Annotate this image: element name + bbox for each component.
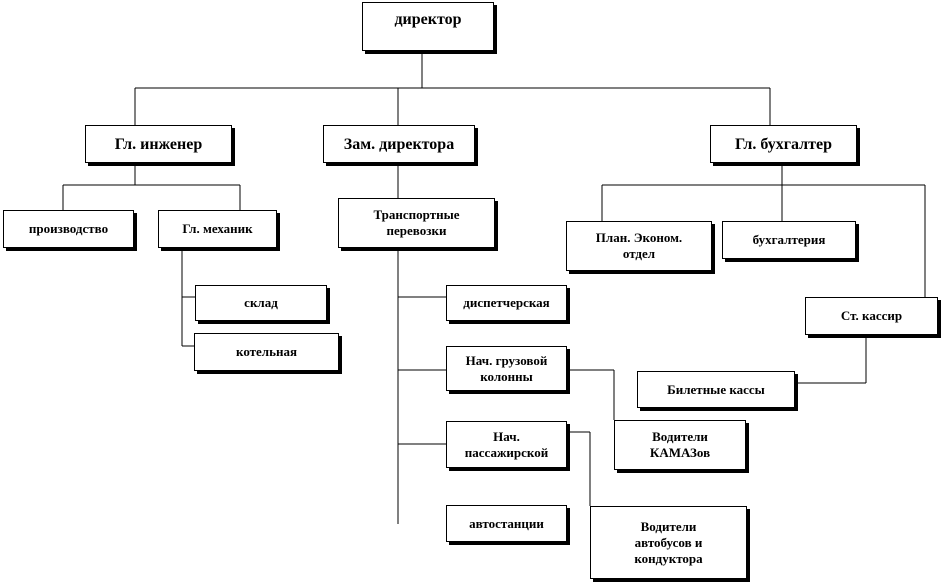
node-accounting: бухгалтерия — [722, 221, 856, 259]
node-label: диспетчерская — [463, 295, 550, 310]
node-label: Нач. — [493, 428, 520, 444]
node-label: Ст. кассир — [840, 308, 903, 323]
node-chief-accountant: Гл. бухгалтер — [710, 125, 857, 163]
node-label: Водители — [640, 518, 697, 534]
node-boiler-room: котельная — [194, 333, 339, 371]
node-label: КАМАЗов — [649, 445, 711, 460]
node-label: Транспортные — [373, 207, 460, 222]
node-label: перевозки — [386, 223, 447, 238]
node-label: котельная — [236, 344, 297, 359]
node-dispatch: диспетчерская — [446, 285, 567, 321]
node-plan-econ-dept: План. Эконом. отдел — [566, 221, 712, 271]
node-chief-mechanic: Гл. механик — [158, 210, 277, 248]
node-label: Гл. инженер — [114, 135, 203, 153]
node-bus-drivers: Водители автобусов и кондуктора — [590, 506, 747, 579]
node-label: директор — [394, 11, 462, 28]
node-production: производство — [3, 210, 134, 248]
node-label: пассажирской — [464, 444, 549, 460]
node-label: Гл. механик — [182, 221, 253, 236]
node-bus-stations: автостанции — [446, 505, 567, 542]
node-transport: Транспортные перевозки — [338, 198, 495, 248]
node-label: Зам. директора — [343, 135, 455, 153]
node-label: производство — [28, 221, 109, 236]
node-label: автобусов и — [634, 534, 703, 550]
node-label: Нач. грузовой — [465, 352, 548, 368]
node-label: План. Эконом. — [595, 230, 683, 245]
node-label: Гл. бухгалтер — [735, 135, 832, 153]
node-ticket-offices: Билетные кассы — [637, 371, 795, 408]
node-warehouse: склад — [195, 285, 327, 321]
node-kamaz-drivers: Водители КАМАЗов — [614, 420, 746, 470]
node-senior-cashier: Ст. кассир — [805, 297, 938, 335]
node-chief-engineer: Гл. инженер — [85, 125, 232, 163]
node-label: отдел — [622, 246, 656, 261]
node-label: бухгалтерия — [752, 232, 826, 247]
node-label: Билетные кассы — [667, 381, 765, 397]
node-passenger-head: Нач. пассажирской — [446, 421, 567, 468]
node-label: кондуктора — [634, 550, 703, 566]
node-label: автостанции — [469, 515, 544, 531]
node-cargo-column-head: Нач. грузовой колонны — [446, 346, 567, 391]
node-deputy-director: Зам. директора — [323, 125, 475, 163]
node-label: Водители — [652, 429, 708, 444]
node-director: директор — [362, 2, 494, 51]
node-label: колонны — [480, 368, 533, 384]
node-label: склад — [244, 295, 278, 310]
